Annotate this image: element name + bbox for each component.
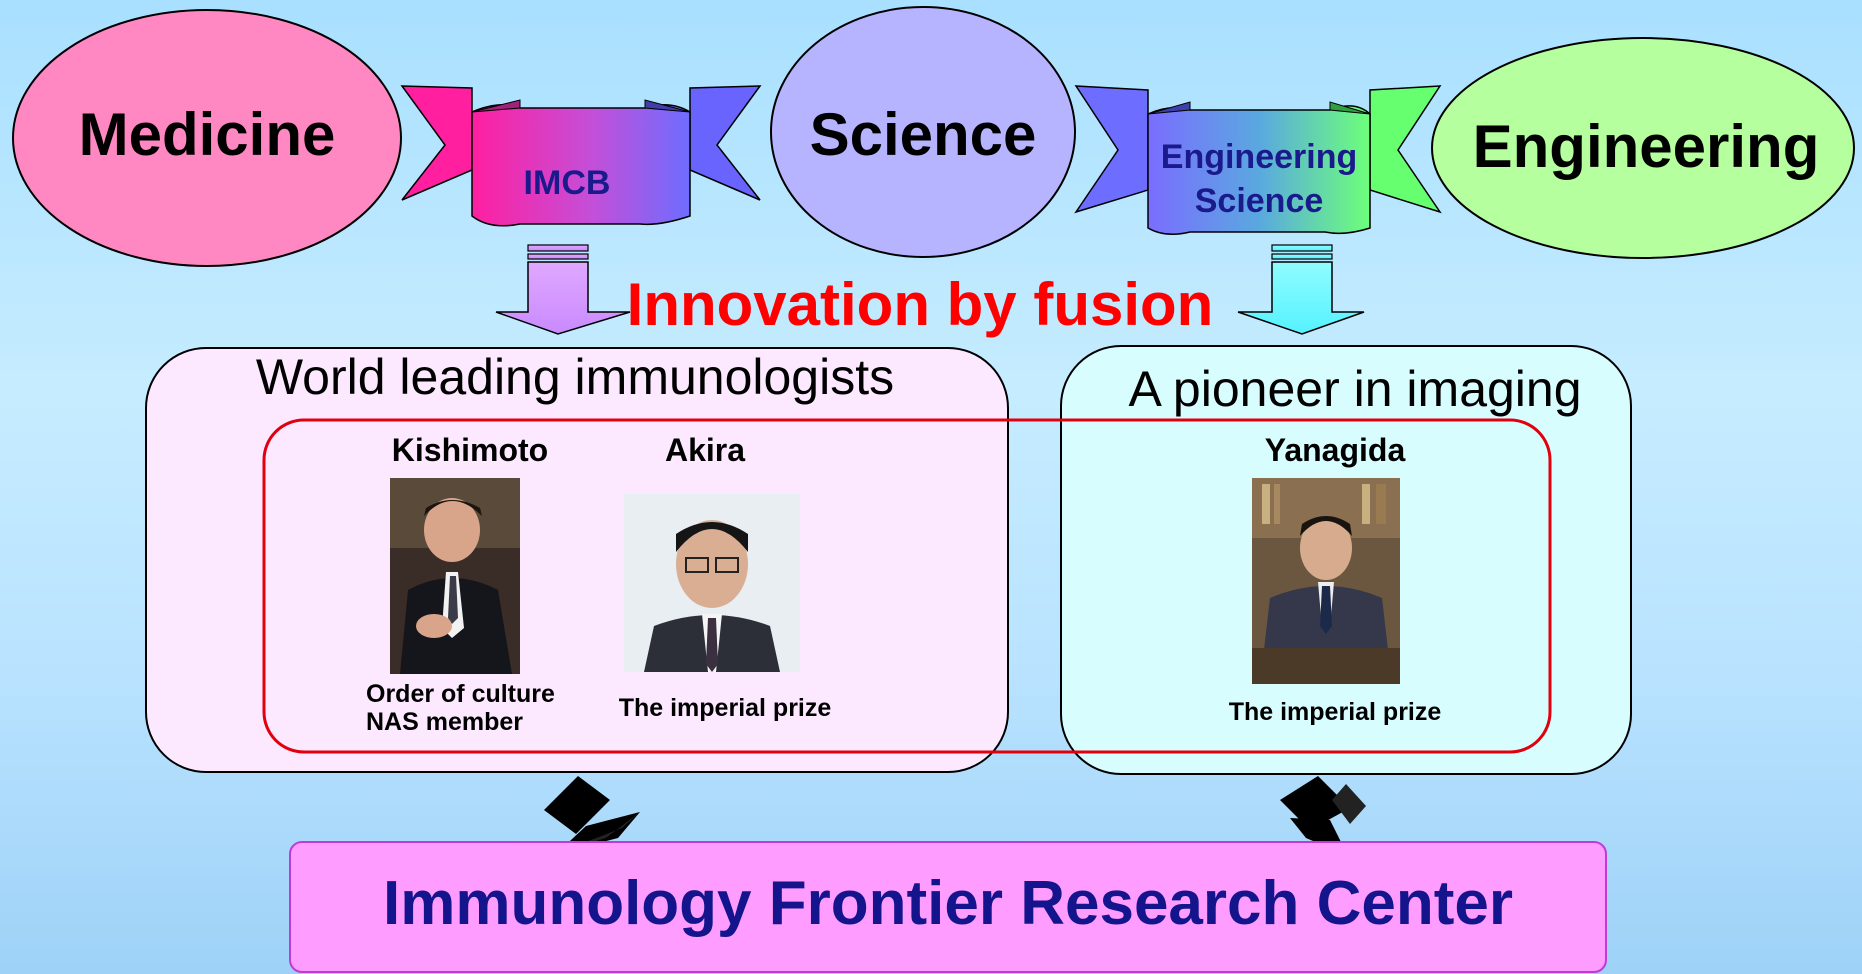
footer-title: Immunology Frontier Research Center bbox=[382, 869, 1514, 938]
kishimoto-name: Kishimoto bbox=[391, 432, 549, 468]
medicine-ellipse bbox=[12, 9, 402, 267]
akira-name: Akira bbox=[664, 432, 746, 468]
kishimoto-award-line2: NAS member bbox=[366, 708, 523, 736]
yanagida-photo bbox=[1252, 478, 1400, 684]
akira-award: The imperial prize bbox=[618, 694, 832, 722]
cyan-down-arrow bbox=[1237, 244, 1365, 335]
purple-down-arrow bbox=[495, 244, 631, 335]
headline: Innovation by fusion bbox=[626, 271, 1214, 338]
right-black-arrow bbox=[1280, 776, 1366, 856]
science-ellipse bbox=[770, 6, 1076, 258]
science-label: Science bbox=[809, 101, 1037, 168]
engineering-label: Engineering bbox=[1472, 113, 1820, 180]
kishimoto-photo bbox=[390, 478, 520, 674]
engineering-science-label-line2: Science bbox=[1194, 182, 1324, 220]
right-box-title: A pioneer in imaging bbox=[1128, 361, 1582, 417]
medicine-label: Medicine bbox=[78, 101, 336, 168]
footer-box bbox=[289, 841, 1607, 973]
left-box-title: World leading immunologists bbox=[255, 349, 895, 405]
engineering-science-label-line1: Engineering bbox=[1160, 138, 1358, 176]
engineering-science-ribbon bbox=[1074, 85, 1442, 235]
left-group-box bbox=[145, 347, 1009, 773]
imcb-label: IMCB bbox=[523, 164, 611, 202]
fusion-outline bbox=[262, 418, 1552, 754]
yanagida-name: Yanagida bbox=[1264, 432, 1406, 468]
kishimoto-award-line1: Order of culture bbox=[366, 680, 555, 708]
imcb-ribbon bbox=[400, 85, 762, 227]
engineering-ellipse bbox=[1431, 37, 1855, 259]
yanagida-award: The imperial prize bbox=[1228, 698, 1442, 726]
akira-photo bbox=[624, 494, 800, 672]
